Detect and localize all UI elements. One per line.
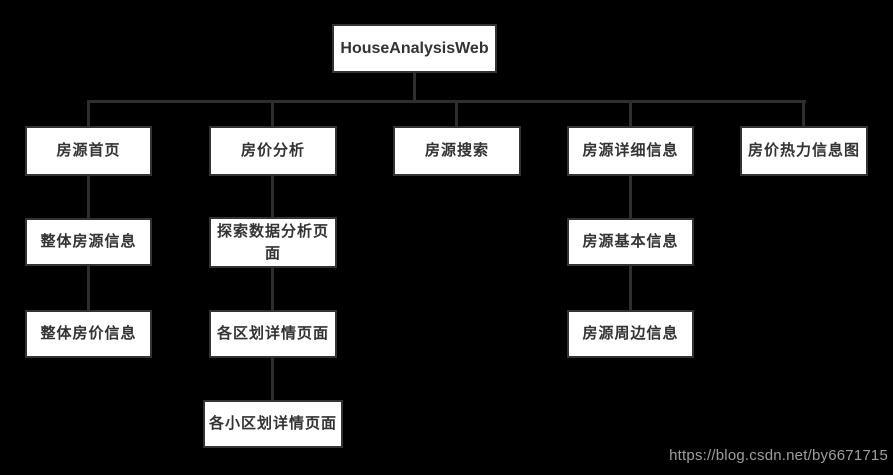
connector-detail-basic [629,176,632,218]
connector-stub-search [455,100,458,126]
node-price-analysis: 房价分析 [209,126,337,176]
node-subdistrict-detail-page: 各小区划详情页面 [203,400,343,448]
connector-main-horizontal [87,100,806,103]
connector-stub-heatmap [802,100,805,126]
connector-stub-home [87,100,90,126]
connector-eda-district [271,268,274,310]
connector-stub-price [271,100,274,126]
node-listing-detail-info: 房源详细信息 [567,126,694,176]
node-district-detail-page: 各区划详情页面 [209,310,337,358]
node-listing-surrounding-info: 房源周边信息 [567,310,694,358]
node-listing-search: 房源搜索 [393,126,521,176]
connector-district-subdistrict [271,358,274,400]
node-listing-basic-info: 房源基本信息 [567,218,694,266]
connector-basic-surrounding [629,266,632,310]
node-listing-home: 房源首页 [25,126,152,176]
connector-root-vertical [413,73,416,102]
node-price-heatmap: 房价热力信息图 [740,126,868,176]
connector-stub-detail [629,100,632,126]
node-house-analysis-web: HouseAnalysisWeb [332,24,497,73]
connector-price-eda [271,176,274,217]
node-eda-page: 探索数据分析页面 [209,217,337,268]
connector-home-overall-listing [87,176,90,218]
connector-overall-listing-price [87,266,90,310]
node-overall-price-info: 整体房价信息 [25,310,152,358]
csdn-watermark: https://blog.csdn.net/by6671715 [669,447,888,464]
node-overall-listing-info: 整体房源信息 [25,218,152,266]
